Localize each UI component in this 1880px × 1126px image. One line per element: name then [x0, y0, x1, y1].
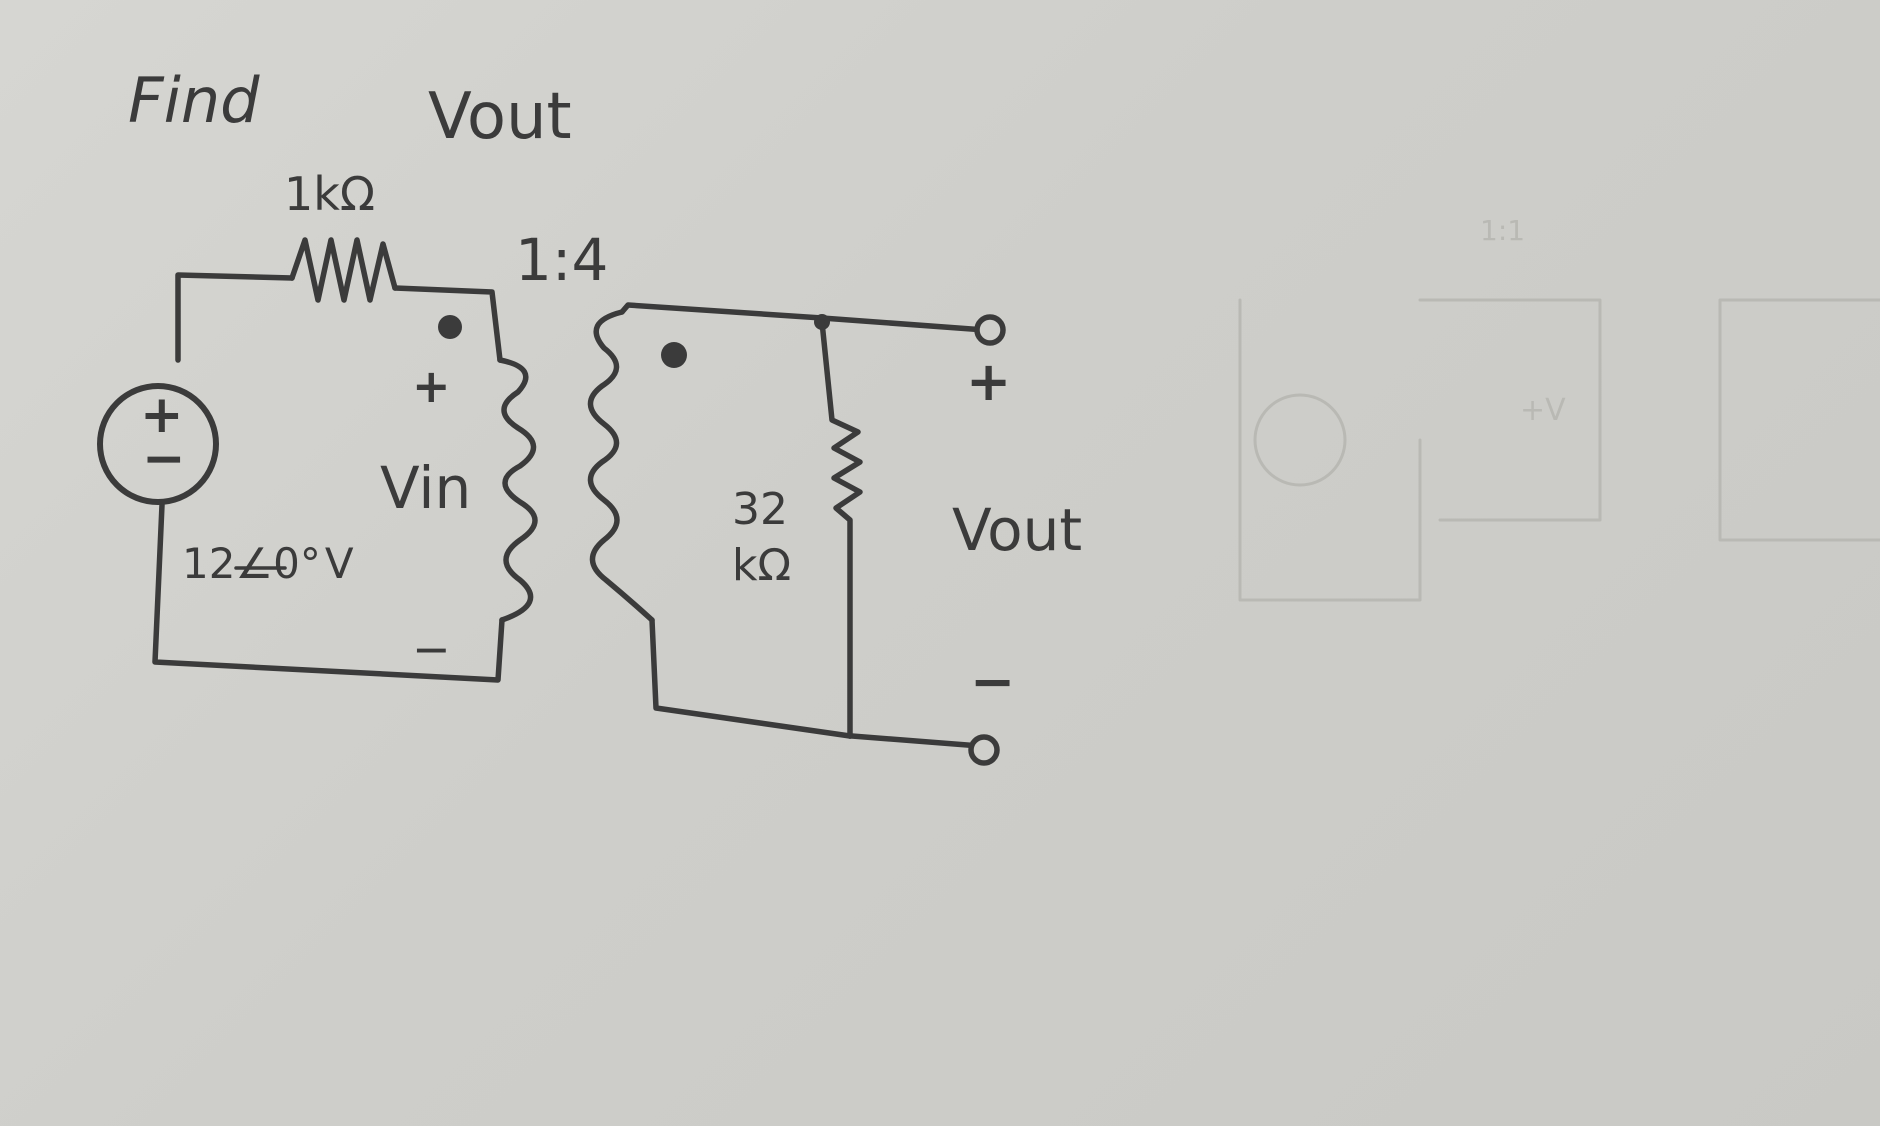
vin-minus: −	[412, 622, 451, 676]
series-resistor-label: 1kΩ	[284, 167, 375, 221]
secondary-bottom-wire	[649, 617, 853, 739]
load-resistor-value: 32	[732, 484, 788, 535]
target-label: Vout	[428, 80, 572, 154]
primary-coil-icon	[497, 357, 538, 623]
prompt-word: Find	[128, 64, 260, 137]
output-plus: +	[966, 350, 1011, 413]
primary-top-wire-left	[175, 272, 295, 363]
vin-plus: +	[412, 359, 451, 413]
secondary-coil-icon	[587, 309, 655, 623]
secondary-dot-icon	[661, 342, 687, 368]
output-plus-terminal-icon	[974, 314, 1006, 346]
primary-top-wire-right	[392, 285, 503, 363]
output-minus-wire	[847, 733, 983, 749]
svg-text:+V: +V	[1520, 393, 1566, 428]
output-minus: −	[970, 650, 1015, 713]
source-unit: V	[325, 539, 354, 588]
output-label: Vout	[952, 496, 1082, 564]
vin-label: Vin	[380, 454, 471, 522]
source-value: 12∠0°V	[182, 539, 354, 588]
output-minus-terminal-icon	[968, 734, 1000, 766]
svg-text:1:1: 1:1	[1480, 214, 1525, 247]
source-angle: 0°	[273, 539, 321, 588]
voltage-source-icon	[97, 383, 219, 505]
source-magnitude: 12	[182, 539, 235, 588]
load-resistor	[819, 319, 863, 739]
bleed-through-sketch: 1:1 +V	[1238, 214, 1880, 602]
transformer-ratio: 1:4	[515, 226, 608, 294]
source-plus: +	[140, 385, 184, 445]
primary-left-wire-bottom	[152, 502, 505, 683]
source-minus: −	[142, 429, 186, 489]
load-resistor-unit: kΩ	[732, 540, 791, 591]
series-resistor	[289, 237, 398, 303]
primary-dot-icon	[438, 315, 462, 339]
angle-symbol-icon: ∠	[235, 539, 273, 588]
secondary-top-wire	[619, 302, 988, 333]
